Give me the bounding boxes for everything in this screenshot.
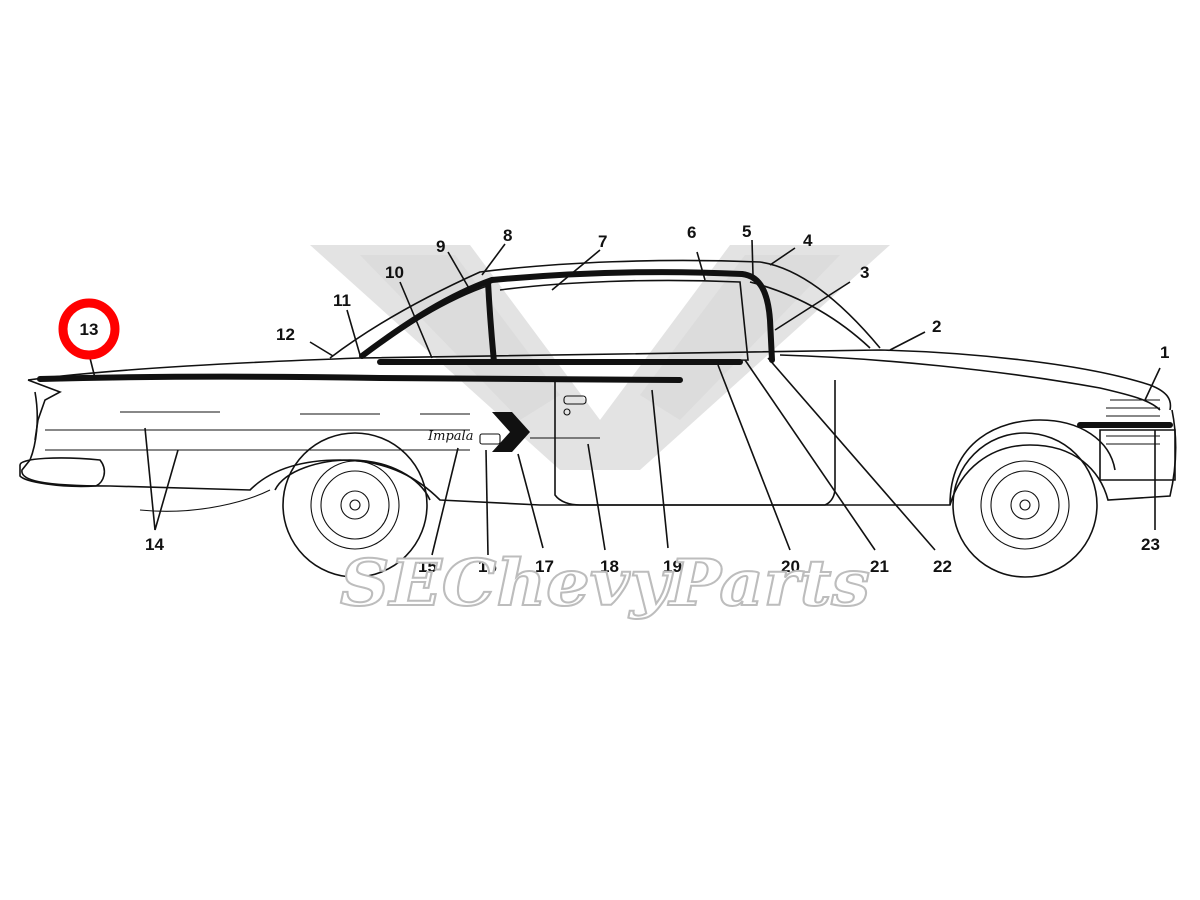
callout-12: 12 [276,325,295,344]
callout-23: 23 [1141,535,1160,554]
car-body [19,259,1177,512]
callout-2: 2 [932,317,941,336]
callout-15: 15 [418,557,437,576]
front-wheel [952,432,1098,578]
callout-labels: 1 2 3 4 5 6 7 8 9 10 11 12 13 14 15 16 1… [58,222,1169,576]
callout-14: 14 [145,535,164,554]
leader-lines [88,239,1161,556]
callout-9: 9 [436,237,445,256]
callout-18: 18 [600,557,619,576]
callout-21: 21 [870,557,889,576]
callout-16: 16 [478,557,497,576]
rear-wheel [282,432,428,578]
callout-13: 13 [80,320,99,339]
watermark-text: SEChevyParts [340,546,870,621]
callout-17: 17 [535,557,554,576]
callout-8: 8 [503,226,512,245]
trim-moldings [37,269,1173,452]
callout-4: 4 [803,231,813,250]
crossed-flags-emblem [479,433,501,445]
callout-10: 10 [385,263,404,282]
callout-19: 19 [663,557,682,576]
callout-20: 20 [781,557,800,576]
callout-3: 3 [860,263,869,282]
callout-11: 11 [333,291,351,310]
callout-5: 5 [742,222,751,241]
callout-6: 6 [687,223,696,242]
callout-1: 1 [1160,343,1169,362]
impala-script-emblem: Impala [427,429,473,444]
callout-7: 7 [598,232,607,251]
callout-22: 22 [933,557,952,576]
callout-13-highlight: 13 [58,298,120,360]
